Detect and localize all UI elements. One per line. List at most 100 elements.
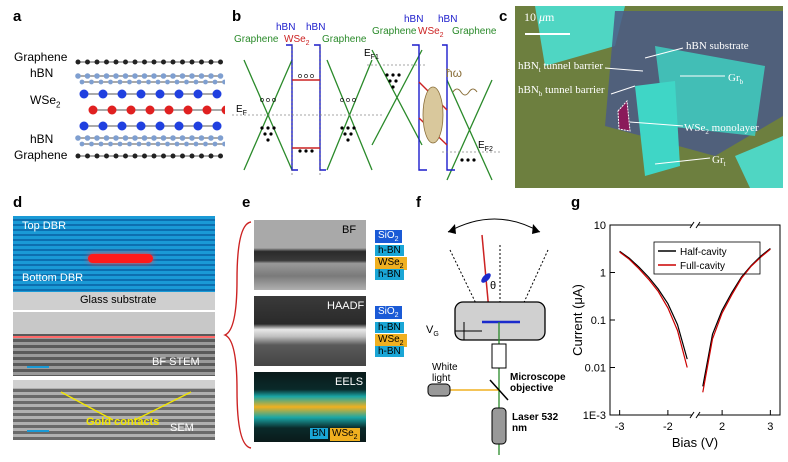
atom	[151, 135, 157, 141]
layer-graphene-bottom: Graphene	[14, 148, 68, 162]
e-tag-wse2-2: WSe2	[375, 334, 407, 347]
e-tag-hbn-3: h-BN	[375, 322, 404, 333]
atom	[164, 105, 174, 115]
atom	[161, 59, 166, 65]
atom	[123, 59, 128, 65]
atom	[174, 141, 180, 147]
atom	[174, 79, 180, 85]
atom	[203, 79, 208, 85]
e-tag-sio2-2: SiO2	[375, 306, 402, 319]
atom	[208, 153, 214, 159]
atom	[85, 153, 90, 159]
atom	[141, 73, 148, 79]
atom	[94, 135, 100, 141]
series-line-1-pos	[702, 248, 771, 393]
atom	[189, 135, 195, 141]
c-gr-t: Grt	[712, 154, 726, 169]
atom	[113, 59, 119, 65]
atom	[151, 73, 157, 79]
b-left-ef: EF	[236, 104, 247, 117]
atom	[151, 153, 157, 159]
panel-b-letter: b	[232, 8, 242, 25]
panel-b-band-diagram	[232, 44, 502, 181]
atom	[146, 141, 151, 147]
e-haadf-image	[254, 296, 366, 366]
x-tick-label: 2	[719, 421, 725, 433]
atom	[221, 105, 225, 115]
x-break-gap	[692, 411, 698, 419]
atom	[212, 121, 222, 131]
atom	[208, 135, 214, 141]
atom	[98, 141, 104, 147]
e-eels-legend-wse2: WSe2	[330, 428, 360, 441]
c-hbn-t-barrier: hBNt tunnel barrier	[518, 60, 604, 75]
d-gold-contacts: Gold contacts	[86, 416, 160, 428]
e-bf-image	[254, 220, 366, 290]
atom	[98, 79, 104, 85]
layer-hbn-bottom: hBN	[30, 132, 54, 146]
atom	[170, 73, 176, 79]
atom	[117, 121, 127, 131]
panel-f-letter: f	[416, 194, 421, 211]
atom	[85, 59, 90, 65]
atom	[198, 73, 205, 79]
atom	[84, 135, 91, 141]
y-tick-label: 1E-3	[583, 410, 606, 422]
atom	[179, 73, 186, 79]
atom	[75, 59, 81, 65]
atom	[136, 79, 142, 85]
legend-box	[653, 241, 761, 275]
atom	[132, 135, 138, 141]
atom	[193, 89, 203, 99]
atom	[208, 73, 214, 79]
e-eels-label: EELS	[335, 376, 364, 388]
layer-hbn-top: hBN	[30, 66, 54, 80]
atom	[122, 73, 129, 79]
d-bf-stem-label: BF STEM	[152, 356, 200, 368]
d-top-dbr: Top DBR	[22, 220, 67, 232]
atom	[123, 153, 128, 159]
b-left-hbn-2: hBN	[306, 22, 326, 33]
d-glass-label: Glass substrate	[80, 294, 157, 306]
atom	[141, 135, 148, 141]
atom	[89, 79, 94, 85]
atom	[94, 73, 100, 79]
atom	[126, 105, 136, 115]
b-right-hbn-1: hBN	[404, 14, 424, 25]
f-theta: θ	[490, 280, 497, 292]
e-bracket	[223, 221, 252, 449]
x-tick-label: -3	[615, 421, 625, 433]
b-left-hbn-1: hBN	[276, 22, 296, 33]
atom	[136, 121, 146, 131]
atom	[79, 121, 89, 131]
atom	[103, 135, 110, 141]
atom	[202, 105, 212, 115]
atom	[199, 59, 204, 65]
d-bf-stem-image	[13, 312, 215, 376]
atom	[94, 59, 100, 65]
atom	[180, 153, 185, 159]
c-scale-bar: 10 μm	[524, 10, 555, 24]
x-break-mark	[689, 411, 695, 419]
atom	[113, 135, 119, 141]
layer-wse2: WSe2	[30, 93, 61, 110]
atom	[113, 73, 119, 79]
atom	[89, 141, 94, 147]
atom	[136, 141, 142, 147]
f-vg: VG	[426, 324, 439, 339]
d-sem-image	[13, 380, 215, 440]
atom	[127, 141, 132, 147]
legend-label: Half-cavity	[680, 247, 727, 258]
atom	[79, 79, 85, 85]
atom	[212, 89, 222, 99]
atom	[222, 141, 225, 147]
e-bf-label: BF	[342, 224, 357, 236]
atom	[108, 79, 113, 85]
atom	[165, 79, 170, 85]
atom	[160, 135, 167, 141]
atom	[193, 79, 199, 85]
atom	[180, 59, 185, 65]
atom	[75, 73, 81, 79]
atom	[84, 73, 91, 79]
atom	[155, 89, 165, 99]
